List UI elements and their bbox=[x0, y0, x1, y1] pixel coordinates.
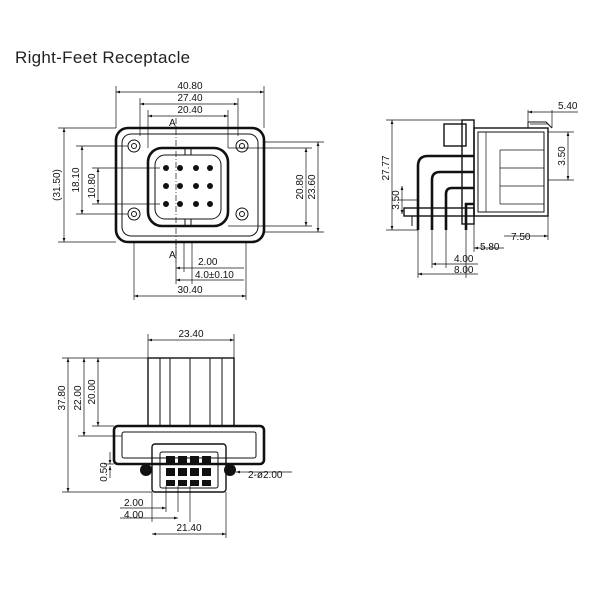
dim-10-80: 10.80 bbox=[87, 173, 98, 198]
front-housing-outer bbox=[146, 146, 230, 228]
dim-27-40: 27.40 bbox=[177, 93, 202, 104]
bottom-pin-grid bbox=[166, 456, 211, 486]
locating-post-left bbox=[140, 464, 152, 476]
dim-4-0-tol: 4.0±0.10 bbox=[195, 270, 234, 281]
dim-2-00-front: 2.00 bbox=[198, 257, 218, 268]
dim-3-50-right: 3.50 bbox=[557, 146, 568, 166]
page-title: Right-Feet Receptacle bbox=[15, 48, 191, 67]
dim-31-50: (31.50) bbox=[52, 169, 63, 201]
locating-post-right bbox=[224, 464, 236, 476]
dim-holes-2-00: 2-ø2.00 bbox=[248, 470, 283, 481]
side-housing bbox=[473, 127, 549, 217]
dim-3-50-left: 3.50 bbox=[391, 190, 402, 210]
side-right-angle-pins bbox=[416, 154, 474, 230]
bottom-flange bbox=[112, 424, 266, 466]
bottom-contact-block bbox=[151, 443, 227, 493]
dim-23-40: 23.40 bbox=[178, 329, 203, 340]
dim-18-10: 18.10 bbox=[71, 167, 82, 192]
section-a-top: A bbox=[169, 118, 176, 129]
bottom-view: 23.40 37.80 22.00 20.00 0.50 2-ø2.00 2.0… bbox=[57, 329, 292, 538]
dim-22-00: 22.00 bbox=[73, 385, 84, 410]
front-contact-pins bbox=[163, 165, 213, 207]
dim-21-40: 21.40 bbox=[176, 523, 201, 534]
dim-40-80: 40.80 bbox=[177, 81, 202, 92]
dim-20-40: 20.40 bbox=[177, 105, 202, 116]
front-flange-outer bbox=[114, 126, 266, 244]
dim-0-50: 0.50 bbox=[99, 462, 110, 482]
dim-8-00: 8.00 bbox=[454, 265, 474, 276]
dim-5-80: 5.80 bbox=[480, 242, 500, 253]
dim-5-40: 5.40 bbox=[558, 101, 578, 112]
section-a-bottom: A bbox=[169, 250, 176, 261]
front-flange-inner bbox=[121, 133, 259, 237]
dim-4-00-bottom: 4.00 bbox=[124, 510, 144, 521]
dim-37-80: 37.80 bbox=[57, 385, 68, 410]
dim-7-50: 7.50 bbox=[511, 232, 531, 243]
dim-20-00: 20.00 bbox=[87, 379, 98, 404]
bottom-housing bbox=[147, 357, 235, 427]
dim-2-00-bottom: 2.00 bbox=[124, 498, 144, 509]
dim-27-77: 27.77 bbox=[381, 155, 392, 180]
front-mounting-holes bbox=[127, 139, 249, 221]
dim-4-00-side: 4.00 bbox=[454, 254, 474, 265]
dim-30-40: 30.40 bbox=[177, 285, 202, 296]
side-view: 27.77 3.50 5.40 3.50 7.50 5.80 4.00 8.00 bbox=[381, 101, 578, 278]
front-view: A A 40.80 27.40 20.40 (31.50) 18.10 10.8… bbox=[52, 81, 324, 300]
dim-20-80: 20.80 bbox=[295, 174, 306, 199]
dim-23-60: 23.60 bbox=[307, 174, 318, 199]
front-housing-inner bbox=[154, 154, 222, 220]
